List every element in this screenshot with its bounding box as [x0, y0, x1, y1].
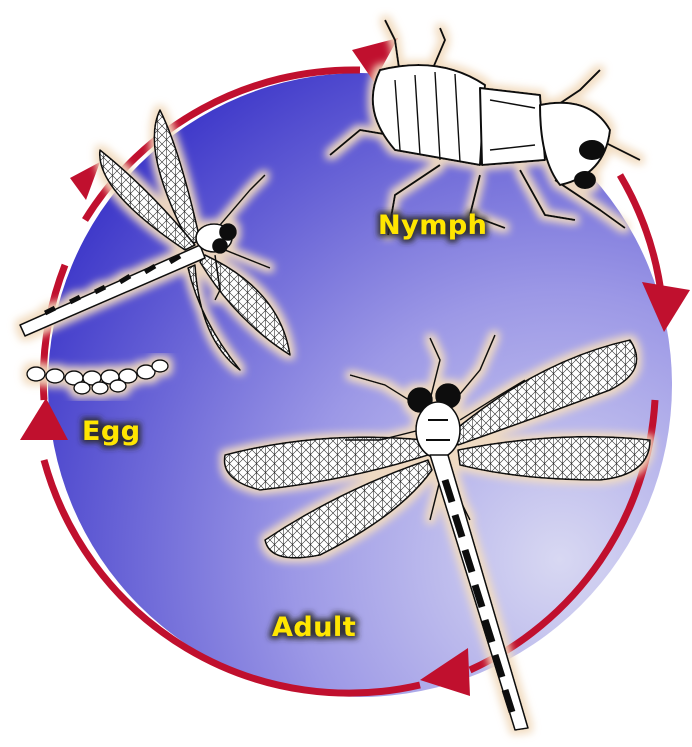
stage-label-egg: Egg: [82, 416, 141, 447]
cycle-arrow-icon: [70, 162, 100, 200]
stage-label-nymph: Nymph: [378, 210, 487, 241]
stage-label-adult: Adult: [272, 612, 356, 643]
